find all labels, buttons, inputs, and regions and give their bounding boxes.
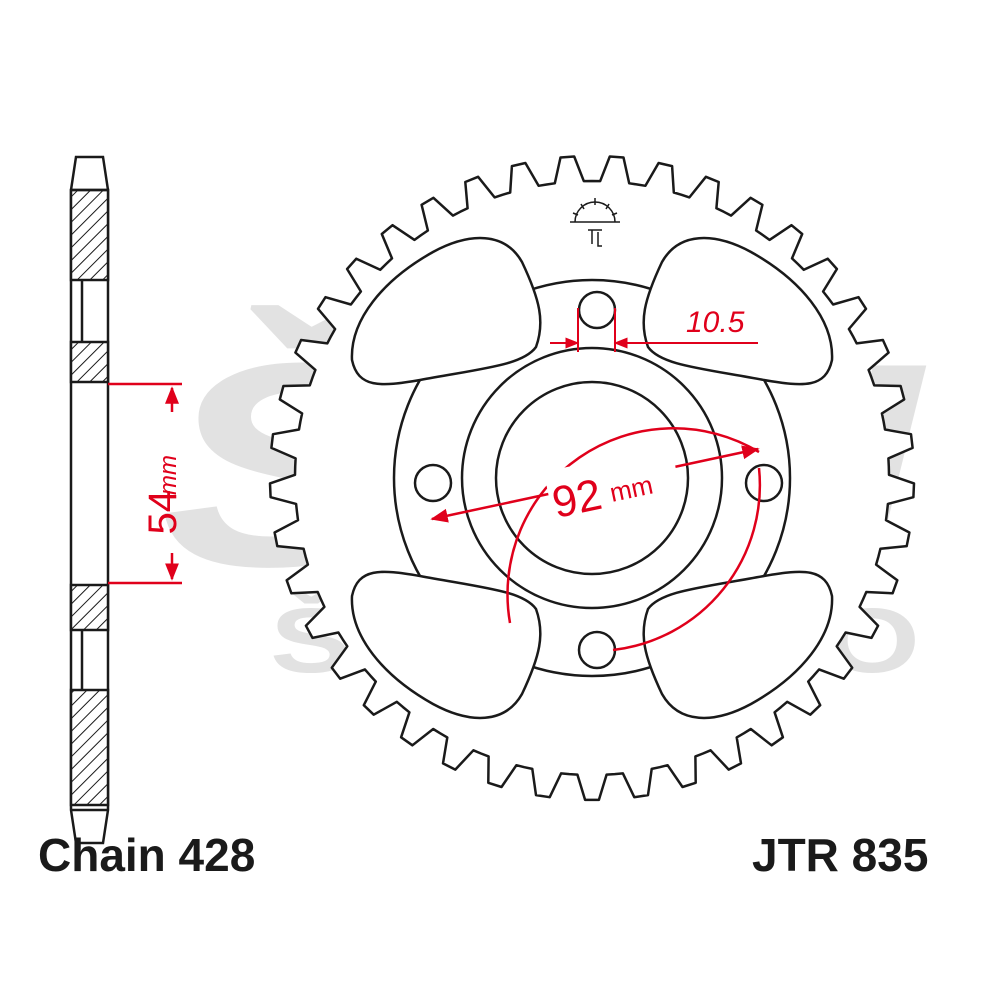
bolt-hole <box>577 630 617 670</box>
lightening-hole <box>350 570 542 720</box>
bolt-hole-size: 10.5 <box>686 306 745 339</box>
bolt-circle-dimension <box>430 427 762 652</box>
bolt-hole <box>744 463 784 503</box>
lightening-hole <box>642 236 834 386</box>
bolt-hole <box>413 463 453 503</box>
hub-diameter-unit: mm <box>155 455 182 495</box>
side-profile <box>69 155 110 845</box>
bolt-hole <box>577 290 617 330</box>
side-profile-outline <box>69 155 110 845</box>
hatch-upper-hub <box>69 340 110 384</box>
hatch-lower-hub <box>69 583 110 632</box>
bolt-circle-value: 92 <box>548 470 606 528</box>
hub-diameter-value: 54 <box>141 490 185 535</box>
hatch-top <box>69 188 110 282</box>
lightening-hole <box>350 236 542 386</box>
hub-diameter-dimension <box>108 382 182 585</box>
lightening-hole <box>642 570 834 720</box>
hatch-bottom <box>69 688 110 807</box>
jt-logo-icon <box>570 198 620 247</box>
bolt-hole-dimension <box>550 308 758 352</box>
part-number-label: JTR 835 <box>752 829 929 881</box>
hub-outer-circle <box>392 278 792 678</box>
chain-size-label: Chain 428 <box>38 829 256 881</box>
